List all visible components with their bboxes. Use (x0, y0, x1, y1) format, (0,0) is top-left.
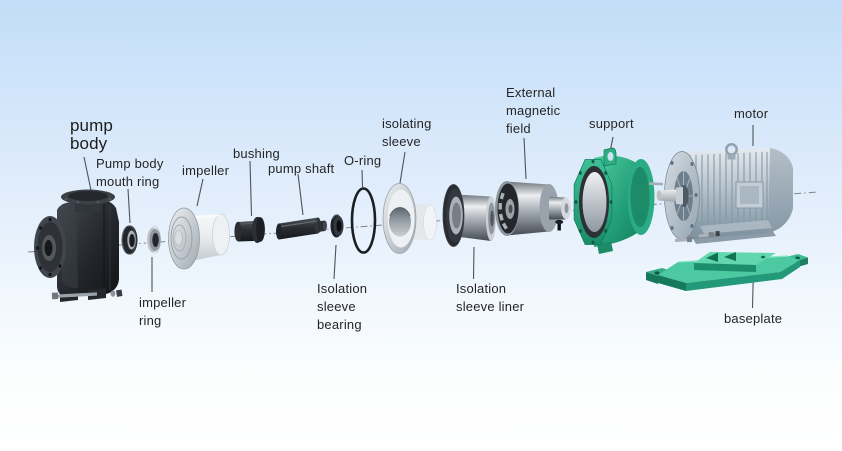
label-impeller-ring: impeller ring (139, 295, 187, 328)
leader-impeller (196, 178, 204, 207)
pump-body-nut (110, 290, 116, 297)
label-impeller: impeller (182, 163, 230, 178)
label-isolation-sleeve-liner: Isolation sleeve liner (456, 281, 525, 314)
mouth-ring-part (121, 225, 138, 255)
label-o-ring: O-ring (344, 153, 382, 168)
motor-bolts (674, 230, 720, 243)
label-support: support (589, 116, 634, 131)
sleeve-bearing-part (330, 214, 344, 238)
motor-eye-bolt (724, 143, 738, 160)
label-isolation-sleeve-bearing: Isolation sleeve bearing (317, 281, 368, 332)
label-bushing: bushing (233, 146, 280, 161)
bushing-part (234, 217, 265, 243)
support-part (573, 147, 655, 254)
label-external-magnetic-field: External magnetic field (506, 85, 561, 136)
leader-pump-shaft (297, 173, 304, 216)
pump-body-part (34, 189, 123, 302)
label-isolating-sleeve: isolating sleeve (382, 116, 432, 149)
leader-isolating-sleeve (399, 151, 406, 184)
o-ring-part (350, 187, 377, 254)
label-pump-body: pump body (70, 116, 113, 153)
motor-part (648, 143, 793, 244)
motor-shaft (648, 182, 683, 205)
label-pump-body-mouth-ring: Pump body mouth ring (96, 156, 164, 189)
sleeve-liner-part (442, 184, 496, 247)
magnetic-field-part (495, 181, 571, 236)
impeller-ring-part (146, 226, 161, 254)
leader-bushing (249, 160, 253, 217)
leader-pump-body (83, 156, 93, 196)
leader-mouth-ring (127, 188, 131, 224)
label-baseplate: baseplate (724, 311, 783, 326)
label-pump-shaft: pump shaft (268, 161, 335, 176)
leader-sleeve-bearing (333, 244, 337, 280)
leader-sleeve-liner (472, 246, 475, 280)
pump-body-bolt (51, 292, 98, 300)
baseplate-part (646, 252, 808, 291)
leader-o-ring (361, 169, 364, 188)
leader-magnetic-field (523, 137, 527, 180)
magnet-bolt (555, 219, 564, 231)
pump-shaft-part (276, 217, 327, 240)
label-motor: motor (734, 106, 769, 121)
isolating-sleeve-part (382, 183, 437, 254)
impeller-part (168, 207, 230, 270)
